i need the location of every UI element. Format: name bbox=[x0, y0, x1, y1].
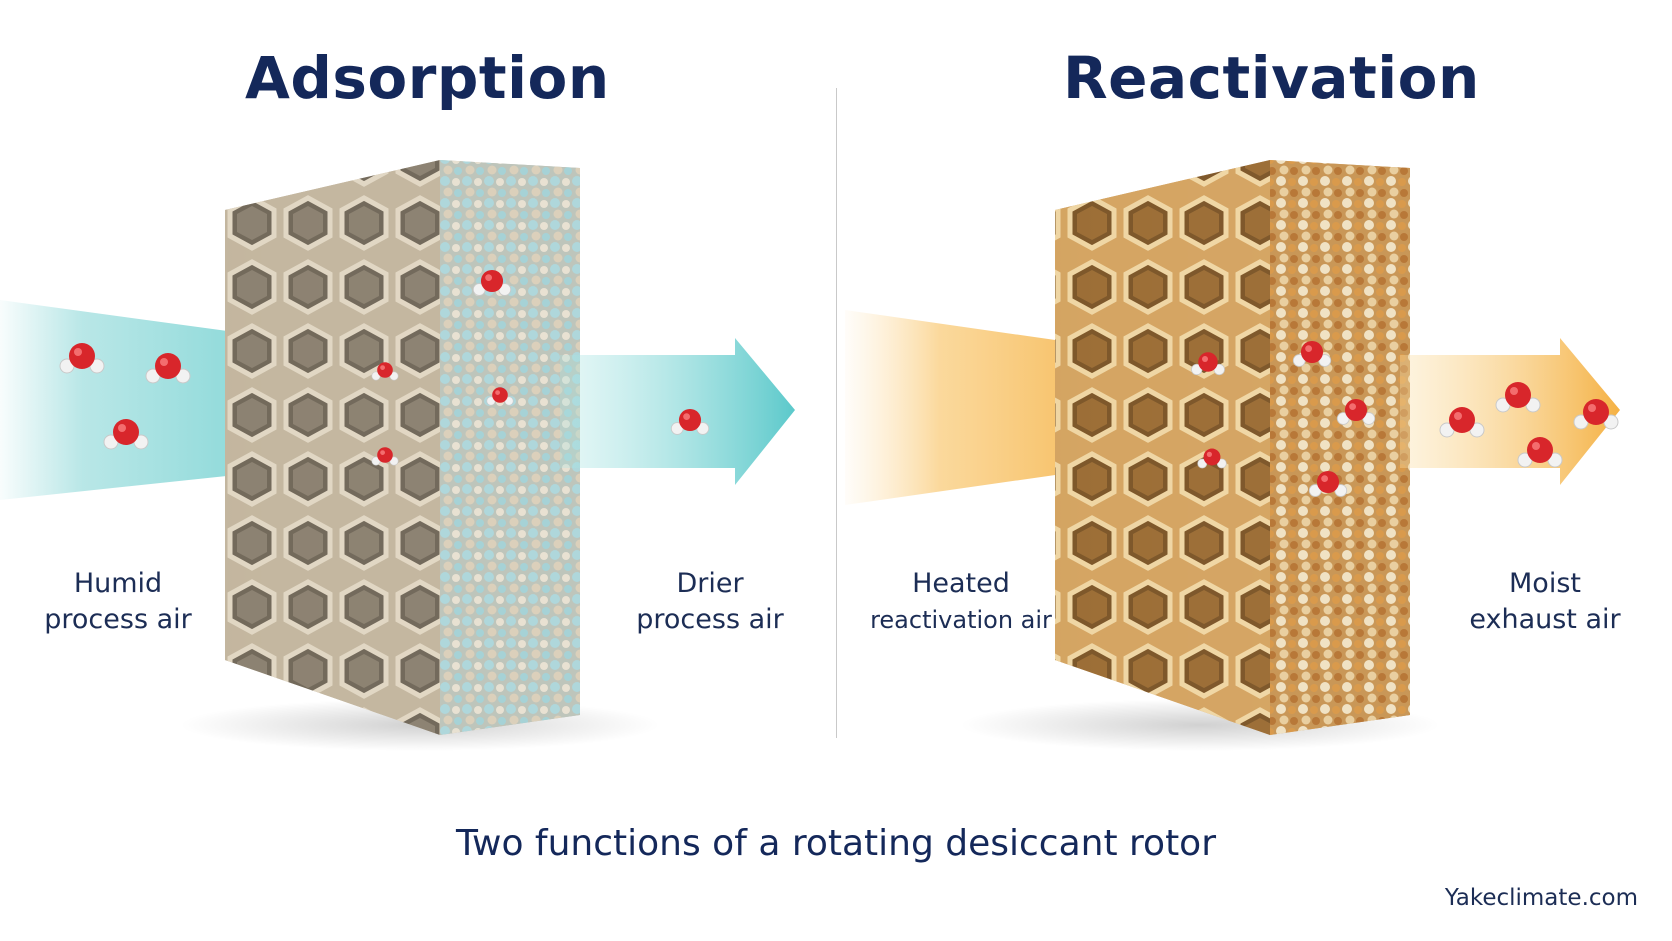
drier-process-air-label: Reactivation Drier process air bbox=[630, 566, 790, 638]
moist-exhaust-air-label: Moist exhaust air bbox=[1465, 566, 1625, 638]
reactivation-panel bbox=[845, 160, 1620, 751]
label-line: process air bbox=[44, 604, 192, 635]
label-line: Humid bbox=[73, 568, 163, 599]
source-credit: Yakeclimate.com bbox=[1444, 885, 1638, 911]
label-line: Drier bbox=[676, 568, 744, 599]
desiccant-honeycomb-block-reactivation bbox=[1055, 160, 1410, 735]
label-line: process air bbox=[636, 604, 784, 635]
label-line: Heated bbox=[912, 568, 1010, 599]
arrow-right-icon bbox=[1400, 338, 1620, 485]
heated-reactivation-air-label: Heated reactivation air bbox=[866, 566, 1056, 638]
desiccant-honeycomb-block bbox=[225, 160, 580, 735]
label-line: reactivation air bbox=[870, 606, 1052, 634]
panel-divider bbox=[836, 88, 837, 738]
adsorption-title: Adsorption bbox=[245, 44, 610, 112]
label-line: exhaust air bbox=[1469, 604, 1621, 635]
label-line: Moist bbox=[1509, 568, 1581, 599]
adsorption-panel bbox=[0, 160, 795, 751]
arrow-right-icon bbox=[560, 338, 795, 485]
diagram-caption: Two functions of a rotating desiccant ro… bbox=[455, 823, 1217, 864]
reactivation-title: Reactivation bbox=[1063, 44, 1480, 112]
humid-process-air-label: Humid process air bbox=[38, 566, 198, 638]
